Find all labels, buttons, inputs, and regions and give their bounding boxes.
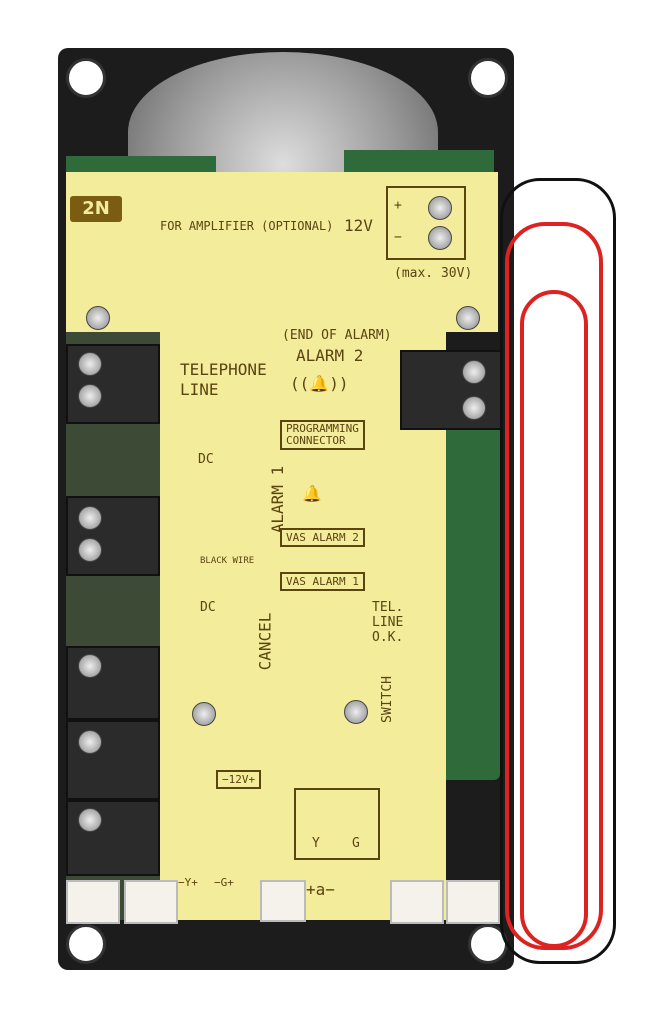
mount-hole xyxy=(66,924,106,964)
amp-terminal: + − xyxy=(386,186,466,260)
mount-screw xyxy=(86,306,110,330)
black-wire-label: BLACK WIRE xyxy=(200,556,255,566)
telok-2: LINE xyxy=(372,615,404,630)
connector xyxy=(124,880,178,924)
amp-voltage: 12V xyxy=(344,216,373,235)
screw xyxy=(78,808,102,832)
cancel-title: CANCEL xyxy=(255,612,275,671)
telephone-line2: LINE xyxy=(180,380,219,399)
bell-icon: ((🔔)) xyxy=(290,374,349,393)
switch-label: SWITCH xyxy=(379,676,395,723)
black-wire xyxy=(500,178,616,964)
screw xyxy=(462,396,486,420)
mount-screw xyxy=(456,306,480,330)
mount-hole xyxy=(468,58,508,98)
speaker-connector xyxy=(390,880,444,924)
green-pcb xyxy=(66,156,216,176)
telephone-line1: TELEPHONE xyxy=(180,360,267,379)
screw xyxy=(78,384,102,408)
screw xyxy=(462,360,486,384)
screw xyxy=(78,352,102,376)
prog-line2: CONNECTOR xyxy=(286,434,346,447)
earpiece-connector xyxy=(446,880,500,924)
terminal-block xyxy=(66,720,160,800)
screw xyxy=(78,538,102,562)
mic-connector xyxy=(260,880,306,922)
max-voltage: (max. 30V) xyxy=(394,266,473,281)
cancel-dc: DC xyxy=(200,600,216,615)
green-pcb xyxy=(344,150,494,174)
alarm1-title: ALARM 1 xyxy=(268,465,288,534)
mic-label: +a− xyxy=(306,880,335,899)
terminal-block xyxy=(66,800,160,876)
alarm1-dc: DC xyxy=(198,452,214,467)
prog-line1: PROGRAMMING xyxy=(286,422,359,435)
jumper-g: G xyxy=(352,836,360,851)
alarm2-sub: (END OF ALARM) xyxy=(282,328,392,343)
g-pin-label: −G+ xyxy=(214,876,234,889)
minus-sign: − xyxy=(394,230,402,245)
screw xyxy=(78,730,102,754)
screw xyxy=(428,196,452,220)
bell-icon: 🔔 xyxy=(302,484,322,503)
terminal-block xyxy=(400,350,502,430)
alarm2-title: ALARM 2 xyxy=(296,346,364,365)
y-pin-label: −Y+ xyxy=(178,876,198,889)
amp-label: FOR AMPLIFIER (OPTIONAL) xyxy=(160,219,334,233)
mount-hole xyxy=(66,58,106,98)
screw xyxy=(428,226,452,250)
connector xyxy=(66,880,120,924)
mount-screw xyxy=(192,702,216,726)
screw xyxy=(78,654,102,678)
red-wire xyxy=(520,290,588,948)
plus-sign: + xyxy=(394,198,402,213)
terminal-block xyxy=(66,496,160,576)
vas-alarm2-label: VAS ALARM 2 xyxy=(280,528,365,547)
brand-logo: 2N xyxy=(70,196,122,222)
power-label: −12V+ xyxy=(216,770,262,789)
jumper-legend: Y G xyxy=(294,788,380,860)
jumper-y: Y xyxy=(312,836,320,851)
red-wire xyxy=(505,222,603,950)
telok-1: TEL. xyxy=(372,600,404,615)
screw xyxy=(78,506,102,530)
telok-3: O.K. xyxy=(372,630,404,645)
yellow-board xyxy=(66,172,498,332)
mount-screw xyxy=(344,700,368,724)
side-pcb xyxy=(440,420,500,780)
vas-alarm1-label: VAS ALARM 1 xyxy=(280,572,365,591)
